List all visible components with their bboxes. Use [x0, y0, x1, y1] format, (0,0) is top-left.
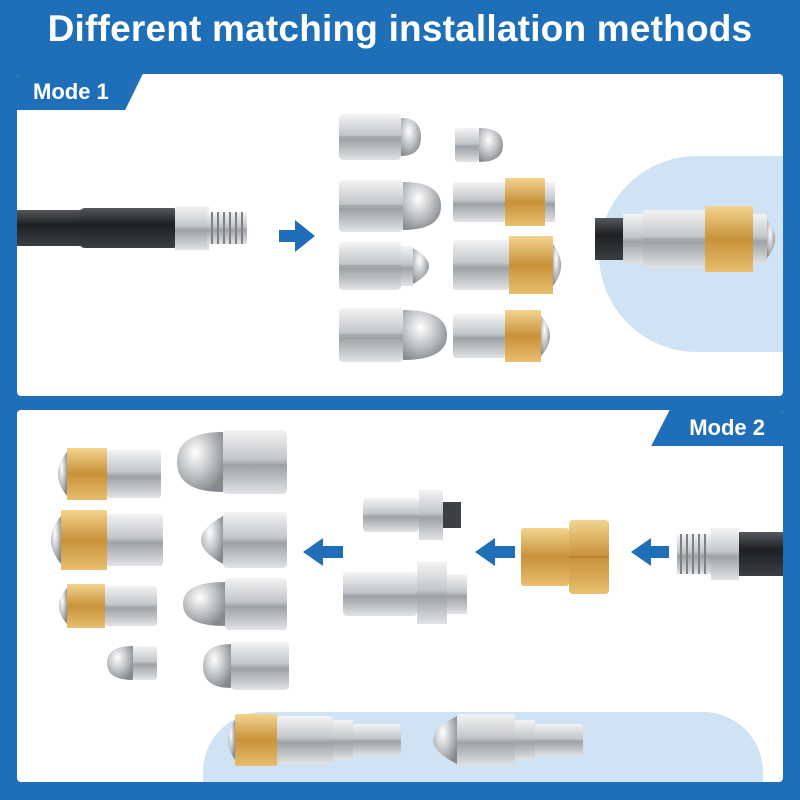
nozzle-set-column-2 — [453, 128, 561, 362]
arrow-left-icon — [475, 538, 515, 566]
mode-2-panel: Mode 2 — [17, 410, 783, 782]
quick-connect-plugs — [343, 490, 467, 624]
nozzle-set-column-1 — [339, 114, 447, 362]
nozzle-dome-left-3 — [203, 642, 289, 690]
nozzle-mini — [455, 128, 503, 162]
nozzle-small-dome — [339, 114, 421, 160]
mode-2-nozzle-column-1 — [51, 448, 163, 680]
mode-1-panel: Mode 1 — [17, 74, 783, 396]
nozzle-mini-left — [107, 646, 157, 680]
hose-with-threaded-end — [17, 206, 247, 250]
nozzle-brass-left-1 — [58, 448, 161, 500]
nozzle-brass-left-3 — [59, 584, 157, 628]
nozzle-large-dome — [339, 180, 441, 232]
mode-1-badge: Mode 1 — [17, 74, 143, 110]
nozzle-dome-left-1 — [177, 430, 287, 494]
nozzle-round-dome — [339, 308, 447, 362]
mode-2-assembled-example-2 — [433, 714, 583, 766]
mode-2-badge: Mode 2 — [651, 410, 783, 446]
nozzle-brass-1 — [453, 178, 555, 226]
brass-quick-coupler — [521, 520, 609, 594]
mode-1-assembled-example — [595, 206, 775, 272]
arrow-left-icon — [631, 538, 669, 566]
nozzle-dome-left-2 — [183, 578, 287, 630]
nozzle-pointed — [339, 242, 429, 290]
nozzle-brass-2 — [453, 236, 561, 294]
mode-1-illustration — [17, 114, 775, 362]
nozzle-pointed-left — [201, 512, 287, 568]
quick-plug-small — [363, 490, 461, 540]
nozzle-brass-left-2 — [51, 510, 163, 570]
mode-2-nozzle-column-2 — [177, 430, 289, 690]
mode-2-assembled-example-1 — [228, 714, 401, 766]
hose-with-threaded-end — [677, 528, 783, 580]
page-title: Different matching installation methods — [47, 8, 753, 49]
quick-plug-large — [343, 562, 467, 624]
arrow-left-icon — [303, 538, 343, 566]
mode-2-illustration — [51, 430, 783, 766]
nozzle-brass-3 — [453, 310, 550, 362]
arrow-right-icon — [279, 220, 315, 252]
